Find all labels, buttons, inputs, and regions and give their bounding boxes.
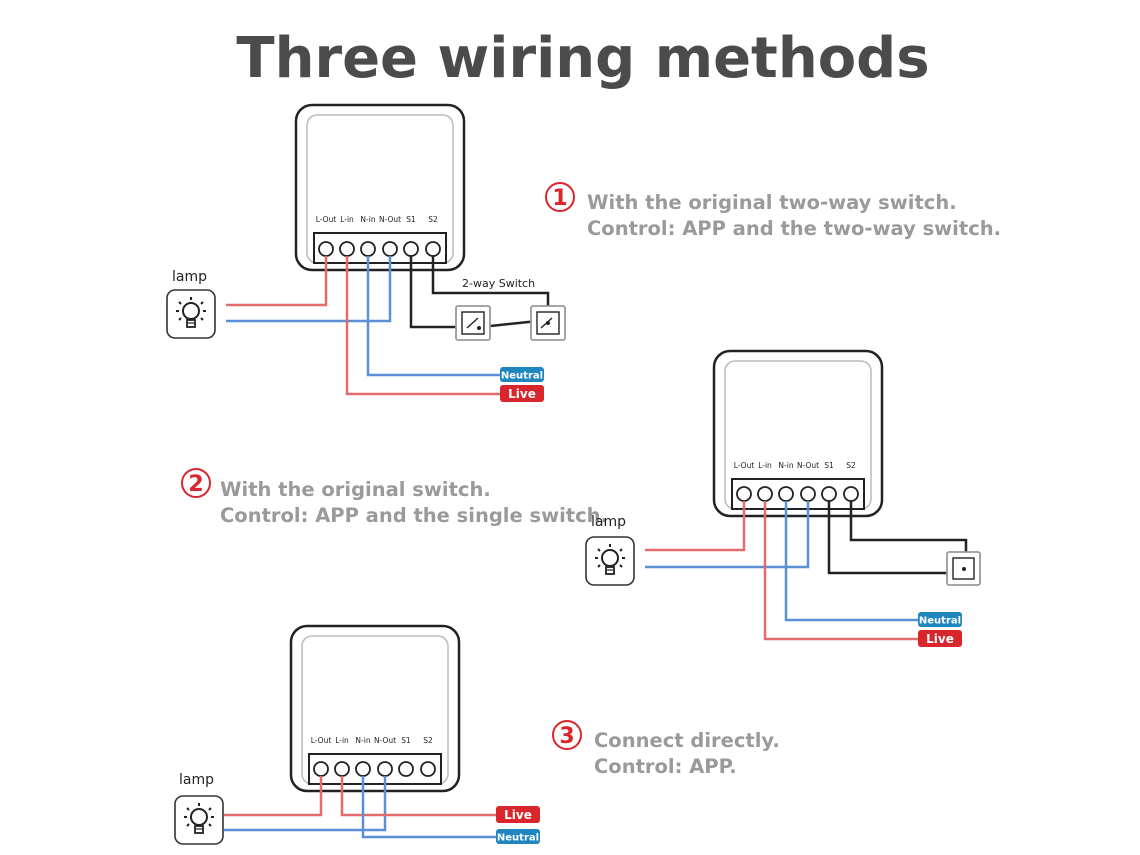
terminal-s1: S1 xyxy=(406,215,416,224)
module-3 xyxy=(289,624,461,793)
terminal-s1: S1 xyxy=(401,736,411,745)
terminal-s1: S1 xyxy=(824,461,834,470)
method-1-line2: Control: APP and the two-way switch. xyxy=(587,217,1002,240)
module-2-wires xyxy=(645,501,968,641)
terminal-n-out: N-Out xyxy=(797,461,819,470)
terminal-n-in: N-in xyxy=(360,215,375,224)
two-way-switch-label: 2-way Switch xyxy=(462,277,535,290)
terminal-l-in: L-in xyxy=(335,736,349,745)
neutral-tag-3-text: Neutral xyxy=(497,833,539,844)
live-tag-3-text: Live xyxy=(504,808,532,822)
method-3-text: Connect directly. Control: APP. xyxy=(594,728,780,780)
module-1 xyxy=(294,103,466,272)
live-tag-1: Live xyxy=(500,385,544,402)
live-tag-2: Live xyxy=(918,630,962,647)
terminal-n-in: N-in xyxy=(355,736,370,745)
method-1-line1: With the original two-way switch. xyxy=(587,191,957,214)
method-2-line2: Control: APP and the single switch. xyxy=(220,504,608,527)
neutral-tag-2-text: Neutral xyxy=(919,616,961,627)
method-1-number: 1 xyxy=(545,182,575,212)
lamp-2-icon xyxy=(585,536,635,586)
lamp-1-label: lamp xyxy=(172,269,207,285)
terminal-l-in: L-in xyxy=(340,215,354,224)
two-way-switch-b xyxy=(530,305,566,341)
method-2-line1: With the original switch. xyxy=(220,478,491,501)
lamp-3-label: lamp xyxy=(179,772,214,788)
single-switch xyxy=(946,551,981,586)
terminal-n-out: N-Out xyxy=(374,736,396,745)
terminal-l-out: L-Out xyxy=(734,461,755,470)
page-title: Three wiring methods xyxy=(236,26,930,91)
method-3-number: 3 xyxy=(552,720,582,750)
method-2-number: 2 xyxy=(181,468,211,498)
lamp-2-label: lamp xyxy=(591,514,626,530)
module-1-wires xyxy=(226,256,550,396)
module-3-wires xyxy=(224,776,500,839)
terminal-l-out: L-Out xyxy=(316,215,337,224)
terminal-n-out: N-Out xyxy=(379,215,401,224)
lamp-1-icon xyxy=(166,289,216,339)
method-1-text: With the original two-way switch. Contro… xyxy=(587,190,1001,242)
live-tag-3: Live xyxy=(496,806,540,823)
module-2-terminal-labels: L-Out L-in N-in N-Out S1 S2 xyxy=(734,461,856,470)
module-1-screws xyxy=(318,241,441,257)
live-tag-2-text: Live xyxy=(926,632,954,646)
terminal-s2: S2 xyxy=(423,736,433,745)
lamp-3-icon xyxy=(174,795,224,845)
module-2 xyxy=(712,349,884,518)
method-3-line2: Control: APP. xyxy=(594,755,737,778)
terminal-l-out: L-Out xyxy=(311,736,332,745)
terminal-s2: S2 xyxy=(846,461,856,470)
module-2-screws xyxy=(736,486,859,502)
live-tag-1-text: Live xyxy=(508,387,536,401)
module-3-terminal-labels: L-Out L-in N-in N-Out S1 S2 xyxy=(311,736,433,745)
module-1-terminal-labels: L-Out L-in N-in N-Out S1 S2 xyxy=(316,215,438,224)
method-3-line1: Connect directly. xyxy=(594,729,780,752)
two-way-switch-a xyxy=(455,305,491,341)
terminal-s2: S2 xyxy=(428,215,438,224)
terminal-n-in: N-in xyxy=(778,461,793,470)
method-2-text: With the original switch. Control: APP a… xyxy=(220,477,608,529)
neutral-tag-1-text: Neutral xyxy=(501,371,543,382)
neutral-tag-2: Neutral xyxy=(918,612,962,627)
neutral-tag-1: Neutral xyxy=(500,367,544,382)
terminal-l-in: L-in xyxy=(758,461,772,470)
neutral-tag-3: Neutral xyxy=(496,829,540,844)
